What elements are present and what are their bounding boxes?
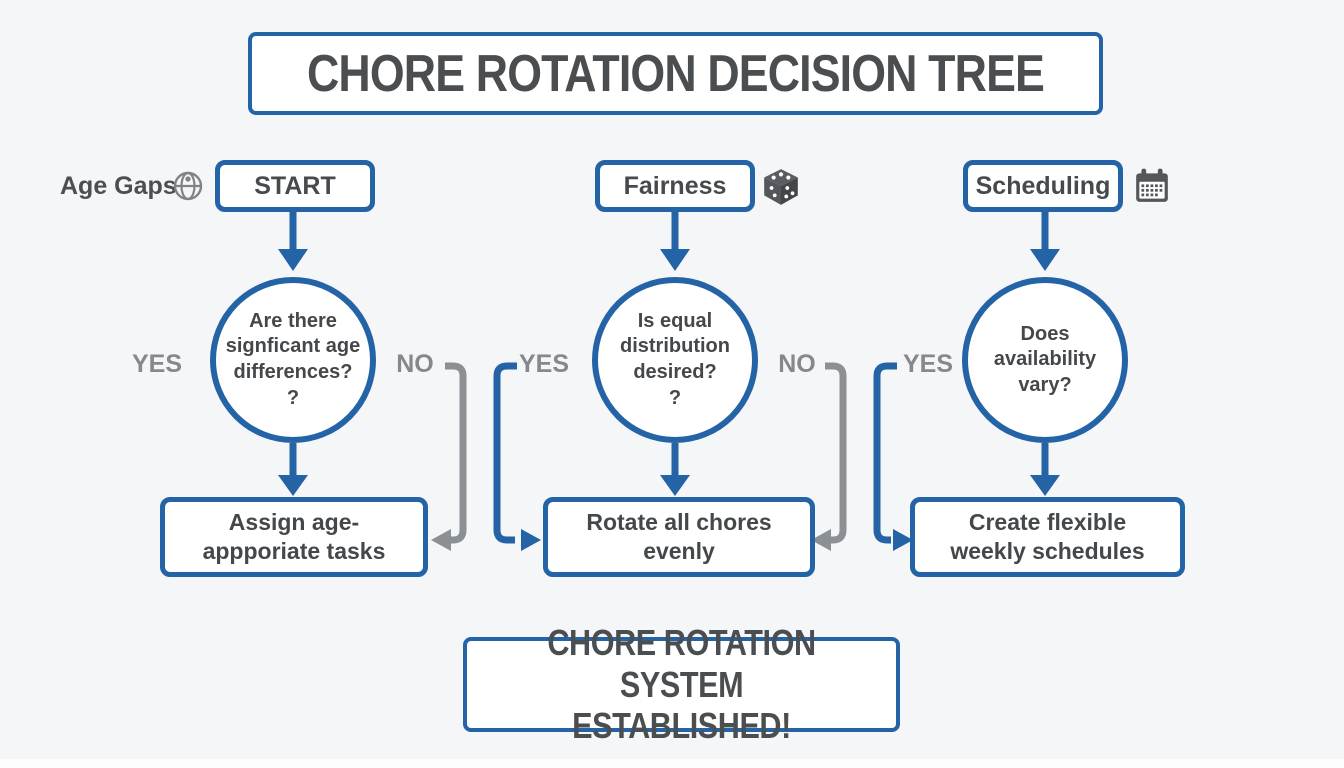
page-title: CHORE ROTATION DECISION TREE xyxy=(306,44,1045,103)
fairness-box: Fairness xyxy=(595,160,755,212)
title-box: CHORE ROTATION DECISION TREE xyxy=(248,32,1103,115)
fairness-label: Fairness xyxy=(623,171,727,200)
action-box-1: Assign age- appporiate tasks xyxy=(160,497,428,577)
action-box-2: Rotate all chores evenly xyxy=(543,497,815,577)
arrow-fairness-to-question-2 xyxy=(660,212,690,271)
no-label-1: NO xyxy=(396,350,434,378)
age-gaps-label: Age Gaps xyxy=(60,172,177,200)
final-box: CHORE ROTATION SYSTEM ESTABLISHED! xyxy=(463,622,900,746)
action-text-3: Create flexible weekly schedules xyxy=(950,509,1145,564)
question-circle-1: Are there signficant age differences? ? xyxy=(210,277,376,443)
action-text-1: Assign age- appporiate tasks xyxy=(202,509,386,564)
yes-connector-3 xyxy=(873,362,913,551)
scheduling-box: Scheduling xyxy=(963,160,1123,212)
arrow-question-1-to-action-1 xyxy=(278,443,308,496)
calendar-icon xyxy=(1136,168,1168,202)
arrow-start-to-question-1 xyxy=(278,212,308,271)
dice-icon xyxy=(764,169,798,205)
question-text-3: Does availability vary? xyxy=(993,322,1097,396)
bottom-edge-strip xyxy=(0,759,1344,768)
no-connector-1 xyxy=(431,362,467,551)
start-box: START xyxy=(215,160,375,212)
final-text: CHORE ROTATION SYSTEM ESTABLISHED! xyxy=(547,622,816,747)
action-text-2: Rotate all chores evenly xyxy=(586,509,772,564)
yes-connector-2 xyxy=(493,362,541,551)
question-circle-3: Does availability vary? xyxy=(962,277,1128,443)
yes-label-2: YES xyxy=(518,350,570,378)
arrow-question-3-to-action-3 xyxy=(1030,443,1060,496)
arrow-scheduling-to-question-3 xyxy=(1030,212,1060,271)
question-text-1: Are there signficant age differences? ? xyxy=(225,309,361,409)
question-text-2: Is equal distribution desired? ? xyxy=(620,309,730,409)
yes-label-3: YES xyxy=(902,350,954,378)
globe-icon xyxy=(173,171,203,201)
action-box-3: Create flexible weekly schedules xyxy=(910,497,1185,577)
question-circle-2: Is equal distribution desired? ? xyxy=(592,277,758,443)
yes-label-1: YES xyxy=(131,350,183,378)
start-label: START xyxy=(254,171,336,200)
arrow-question-2-to-action-2 xyxy=(660,443,690,496)
no-label-2: NO xyxy=(778,350,816,378)
no-connector-2 xyxy=(811,362,847,551)
scheduling-label: Scheduling xyxy=(975,171,1111,200)
